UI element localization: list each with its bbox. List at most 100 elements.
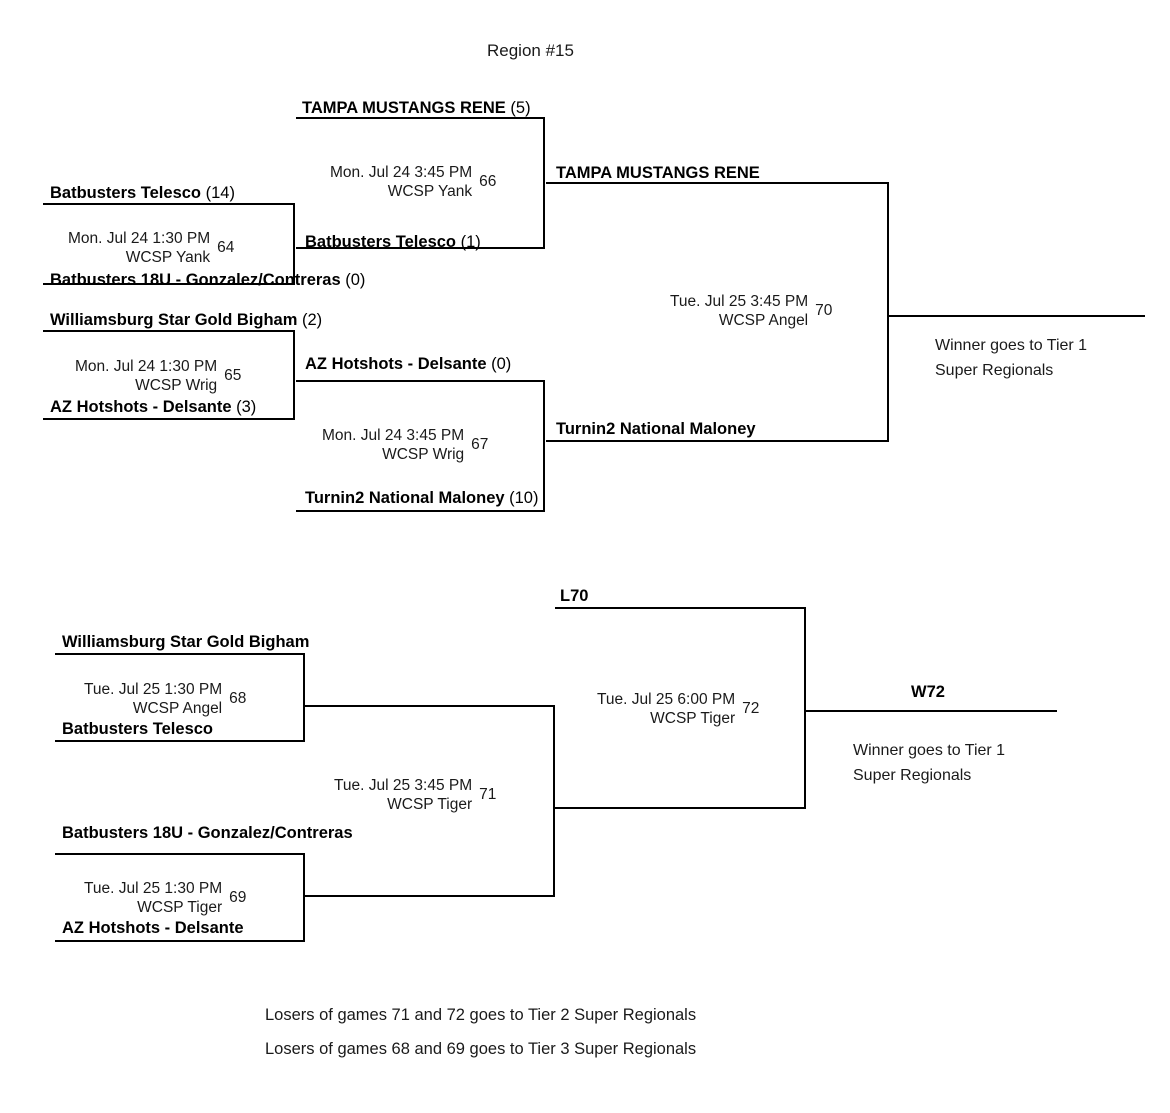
team-slot-williamsburg-g65: Williamsburg Star Gold Bigham (2) [50,312,322,329]
slot-line [43,330,295,332]
game-number: 69 [229,889,247,906]
team-score: (2) [301,311,323,329]
slot-line [55,940,305,942]
game-info-66: Mon. Jul 24 3:45 PM WCSP Yank 66 [330,163,496,201]
game-number: 67 [471,436,489,453]
game-number: 72 [742,700,760,717]
team-score: (3) [236,398,257,416]
team-name: AZ Hotshots - Delsante [305,355,487,373]
team-slot-batbusters-telesco-g66: Batbusters Telesco (1) [305,234,481,251]
team-slot-az-hotshots-g69: AZ Hotshots - Delsante [62,920,244,937]
game-venue: WCSP Tiger [137,899,223,916]
team-name: W72 [911,683,945,701]
game-info-69: Tue. Jul 25 1:30 PM WCSP Tiger 69 [84,879,246,917]
team-slot-batbusters-telesco-g64: Batbusters Telesco (14) [50,185,235,202]
team-slot-batbusters-18u-g69: Batbusters 18U - Gonzalez/Contreras [62,825,353,842]
game-datetime: Mon. Jul 24 3:45 PM [322,427,465,444]
slot-line [296,117,545,119]
team-slot-az-hotshots-g65: AZ Hotshots - Delsante (3) [50,399,256,416]
page-title: Region #15 [487,41,574,60]
winner-output-line [887,315,1145,317]
game-info-72: Tue. Jul 25 6:00 PM WCSP Tiger 72 [597,690,759,728]
game-datetime: Mon. Jul 24 1:30 PM [68,230,211,247]
team-slot-williamsburg-g68: Williamsburg Star Gold Bigham [62,634,309,651]
footnote-tier2: Losers of games 71 and 72 goes to Tier 2… [265,1006,697,1024]
game-info-70: Tue. Jul 25 3:45 PM WCSP Angel 70 [670,292,832,330]
game-venue: WCSP Angel [132,700,223,717]
team-score: (10) [509,489,539,507]
game-venue: WCSP Tiger [387,796,473,813]
team-name: L70 [560,587,589,605]
bracket-connector [293,330,295,418]
slot-line [296,247,545,249]
team-name: AZ Hotshots - Delsante [50,398,232,416]
slot-line [303,895,555,897]
game-datetime: Tue. Jul 25 1:30 PM [84,681,223,698]
team-name: Williamsburg Star Gold Bigham [62,633,310,651]
game-datetime: Tue. Jul 25 3:45 PM [334,777,473,794]
bracket-connector [887,182,889,440]
team-score: (0) [491,355,512,373]
team-name: Batbusters Telesco [50,184,201,202]
slot-line [555,607,806,609]
bracket-connector [293,203,295,283]
game-venue: WCSP Wrig [382,446,465,463]
bracket-connector [303,853,305,940]
team-name: Williamsburg Star Gold Bigham [50,311,298,329]
footnote-tier3: Losers of games 68 and 69 goes to Tier 3… [265,1040,697,1058]
team-slot-tampa-mustangs-g70: TAMPA MUSTANGS RENE [556,165,760,182]
advance-line-1: Winner goes to Tier 1 [935,337,1088,354]
team-name: Batbusters 18U - Gonzalez/Contreras [50,271,341,289]
game-datetime: Mon. Jul 24 3:45 PM [330,164,473,181]
team-score: (0) [345,271,366,289]
slot-line [303,705,555,707]
slot-line [546,440,889,442]
game-info-71: Tue. Jul 25 3:45 PM WCSP Tiger 71 [334,776,496,814]
slot-line [296,380,545,382]
game-number: 68 [229,690,247,707]
team-score: (5) [510,99,531,117]
slot-line [43,283,295,285]
team-name: Batbusters Telesco [62,720,213,738]
game-datetime: Tue. Jul 25 6:00 PM [597,691,736,708]
game-number: 66 [479,173,497,190]
game-number: 65 [224,367,242,384]
bracket-connector [553,705,555,895]
winner-advance-note-upper: Winner goes to Tier 1 Super Regionals [935,333,1087,383]
slot-line [296,510,545,512]
team-slot-turnin2-g70: Turnin2 National Maloney [556,421,756,438]
game-info-68: Tue. Jul 25 1:30 PM WCSP Angel 68 [84,680,246,718]
team-slot-tampa-mustangs-rene: TAMPA MUSTANGS RENE (5) [302,100,531,117]
game-info-65: Mon. Jul 24 1:30 PM WCSP Wrig 65 [75,357,241,395]
slot-line [555,807,806,809]
game-venue: WCSP Yank [387,183,473,200]
winner-advance-note-lower: Winner goes to Tier 1 Super Regionals [853,738,1005,788]
game-datetime: Tue. Jul 25 1:30 PM [84,880,223,897]
bracket-connector [804,607,806,807]
game-venue: WCSP Yank [125,249,211,266]
bracket-connector [303,653,305,740]
team-name: Turnin2 National Maloney [305,489,505,507]
game-number: 64 [217,239,235,256]
team-slot-batbusters-telesco-g68: Batbusters Telesco [62,721,213,738]
game-venue: WCSP Angel [718,312,809,329]
team-name: TAMPA MUSTANGS RENE [302,99,506,117]
team-name: Turnin2 National Maloney [556,420,756,438]
game-info-67: Mon. Jul 24 3:45 PM WCSP Wrig 67 [322,426,488,464]
slot-line [43,203,295,205]
team-slot-l70: L70 [560,588,588,605]
team-name: Batbusters 18U - Gonzalez/Contreras [62,824,353,842]
game-number: 71 [479,786,497,803]
team-score: (1) [460,233,481,251]
team-name: AZ Hotshots - Delsante [62,919,244,937]
bracket-connector [543,380,545,510]
team-slot-batbusters-18u-g64: Batbusters 18U - Gonzalez/Contreras (0) [50,272,365,289]
game-venue: WCSP Wrig [135,377,218,394]
advance-line-2: Super Regionals [853,767,972,784]
slot-line [55,653,305,655]
game-datetime: Tue. Jul 25 3:45 PM [670,293,809,310]
game-datetime: Mon. Jul 24 1:30 PM [75,358,218,375]
slot-line [55,740,305,742]
slot-line [546,182,889,184]
